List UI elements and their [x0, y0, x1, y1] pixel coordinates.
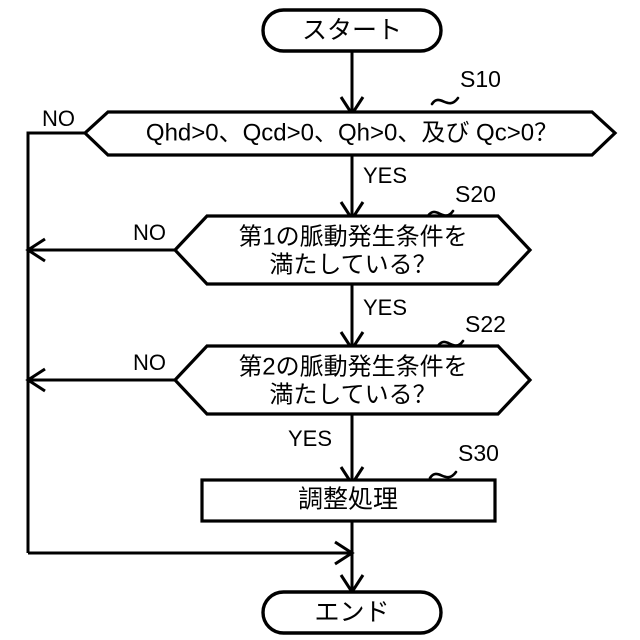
- s20-leader-line: [426, 209, 455, 218]
- s22-leader-line: [436, 339, 465, 348]
- s22-step-label: S22: [465, 311, 506, 337]
- s10-yes-label: YES: [363, 163, 407, 188]
- s20-label-line2: 満たしている？: [269, 251, 436, 278]
- s10-leader-line: [430, 96, 460, 106]
- s20-label-line1: 第1の脈動発生条件を: [238, 223, 467, 250]
- arrowhead-bypass-to-end: [334, 540, 355, 566]
- s10-step-label: S10: [460, 66, 501, 92]
- end-label: エンド: [314, 599, 389, 627]
- s20-step-label: S20: [455, 181, 496, 207]
- s20-yes-label: YES: [363, 295, 407, 320]
- s22-label-line1: 第2の脈動発生条件を: [238, 353, 467, 380]
- s20-no-label: NO: [133, 220, 166, 245]
- s20-decision-hexagon: [172, 214, 533, 286]
- s10-label: Qhd>0、Qcd>0、Qh>0、及び Qc>0？: [146, 119, 558, 146]
- arrowhead-s22-no: [25, 367, 46, 393]
- end-terminator: [261, 590, 443, 635]
- s30-step-label: S30: [458, 440, 499, 466]
- s22-no-label: NO: [133, 350, 166, 375]
- s22-decision-hexagon: [172, 344, 533, 416]
- s22-label-line2: 満たしている？: [269, 381, 436, 408]
- start-label: スタート: [302, 17, 402, 45]
- start-terminator: [261, 8, 443, 53]
- s30-leader-line: [428, 470, 458, 480]
- s30-label: 調整処理: [298, 486, 398, 514]
- s22-yes-label: YES: [288, 426, 332, 451]
- s10-no-label: NO: [42, 106, 75, 131]
- connector-s10-no-branch: [26, 131, 85, 553]
- s30-process-box: [200, 478, 497, 523]
- arrowhead-s20-no: [25, 237, 46, 263]
- s10-decision-hexagon: [82, 110, 618, 157]
